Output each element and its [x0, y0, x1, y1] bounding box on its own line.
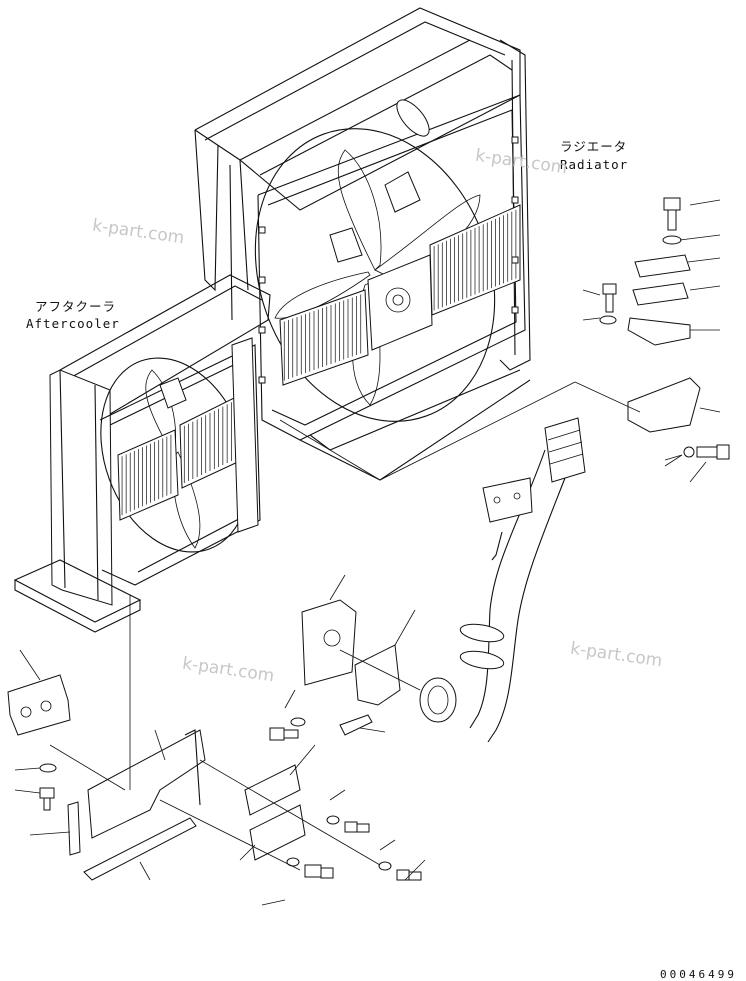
radiator-label-en: Radiator [560, 157, 629, 172]
middle-lower-parts [269, 599, 422, 881]
bolt-head [511, 256, 519, 264]
drawing-code: 00046499 [660, 968, 737, 981]
bolt-head [511, 136, 519, 144]
bolt-head [258, 326, 266, 334]
leader-lines [14, 199, 721, 906]
aftercooler-assembly [13, 274, 271, 633]
right-parts [599, 197, 730, 460]
lower-left-parts [7, 674, 334, 881]
radiator-assembly [194, 7, 531, 481]
bolt-head [511, 306, 519, 314]
aftercooler-label-en: Aftercooler [26, 316, 120, 331]
aftercooler-label-jp: アフタクーラ [35, 299, 117, 314]
bolt-head [511, 196, 519, 204]
bolt-head [258, 276, 266, 284]
radiator-label-jp: ラジエータ [560, 139, 628, 154]
intake-pipe [419, 417, 586, 743]
bolt-head [258, 376, 266, 384]
bolt-head [258, 226, 266, 234]
